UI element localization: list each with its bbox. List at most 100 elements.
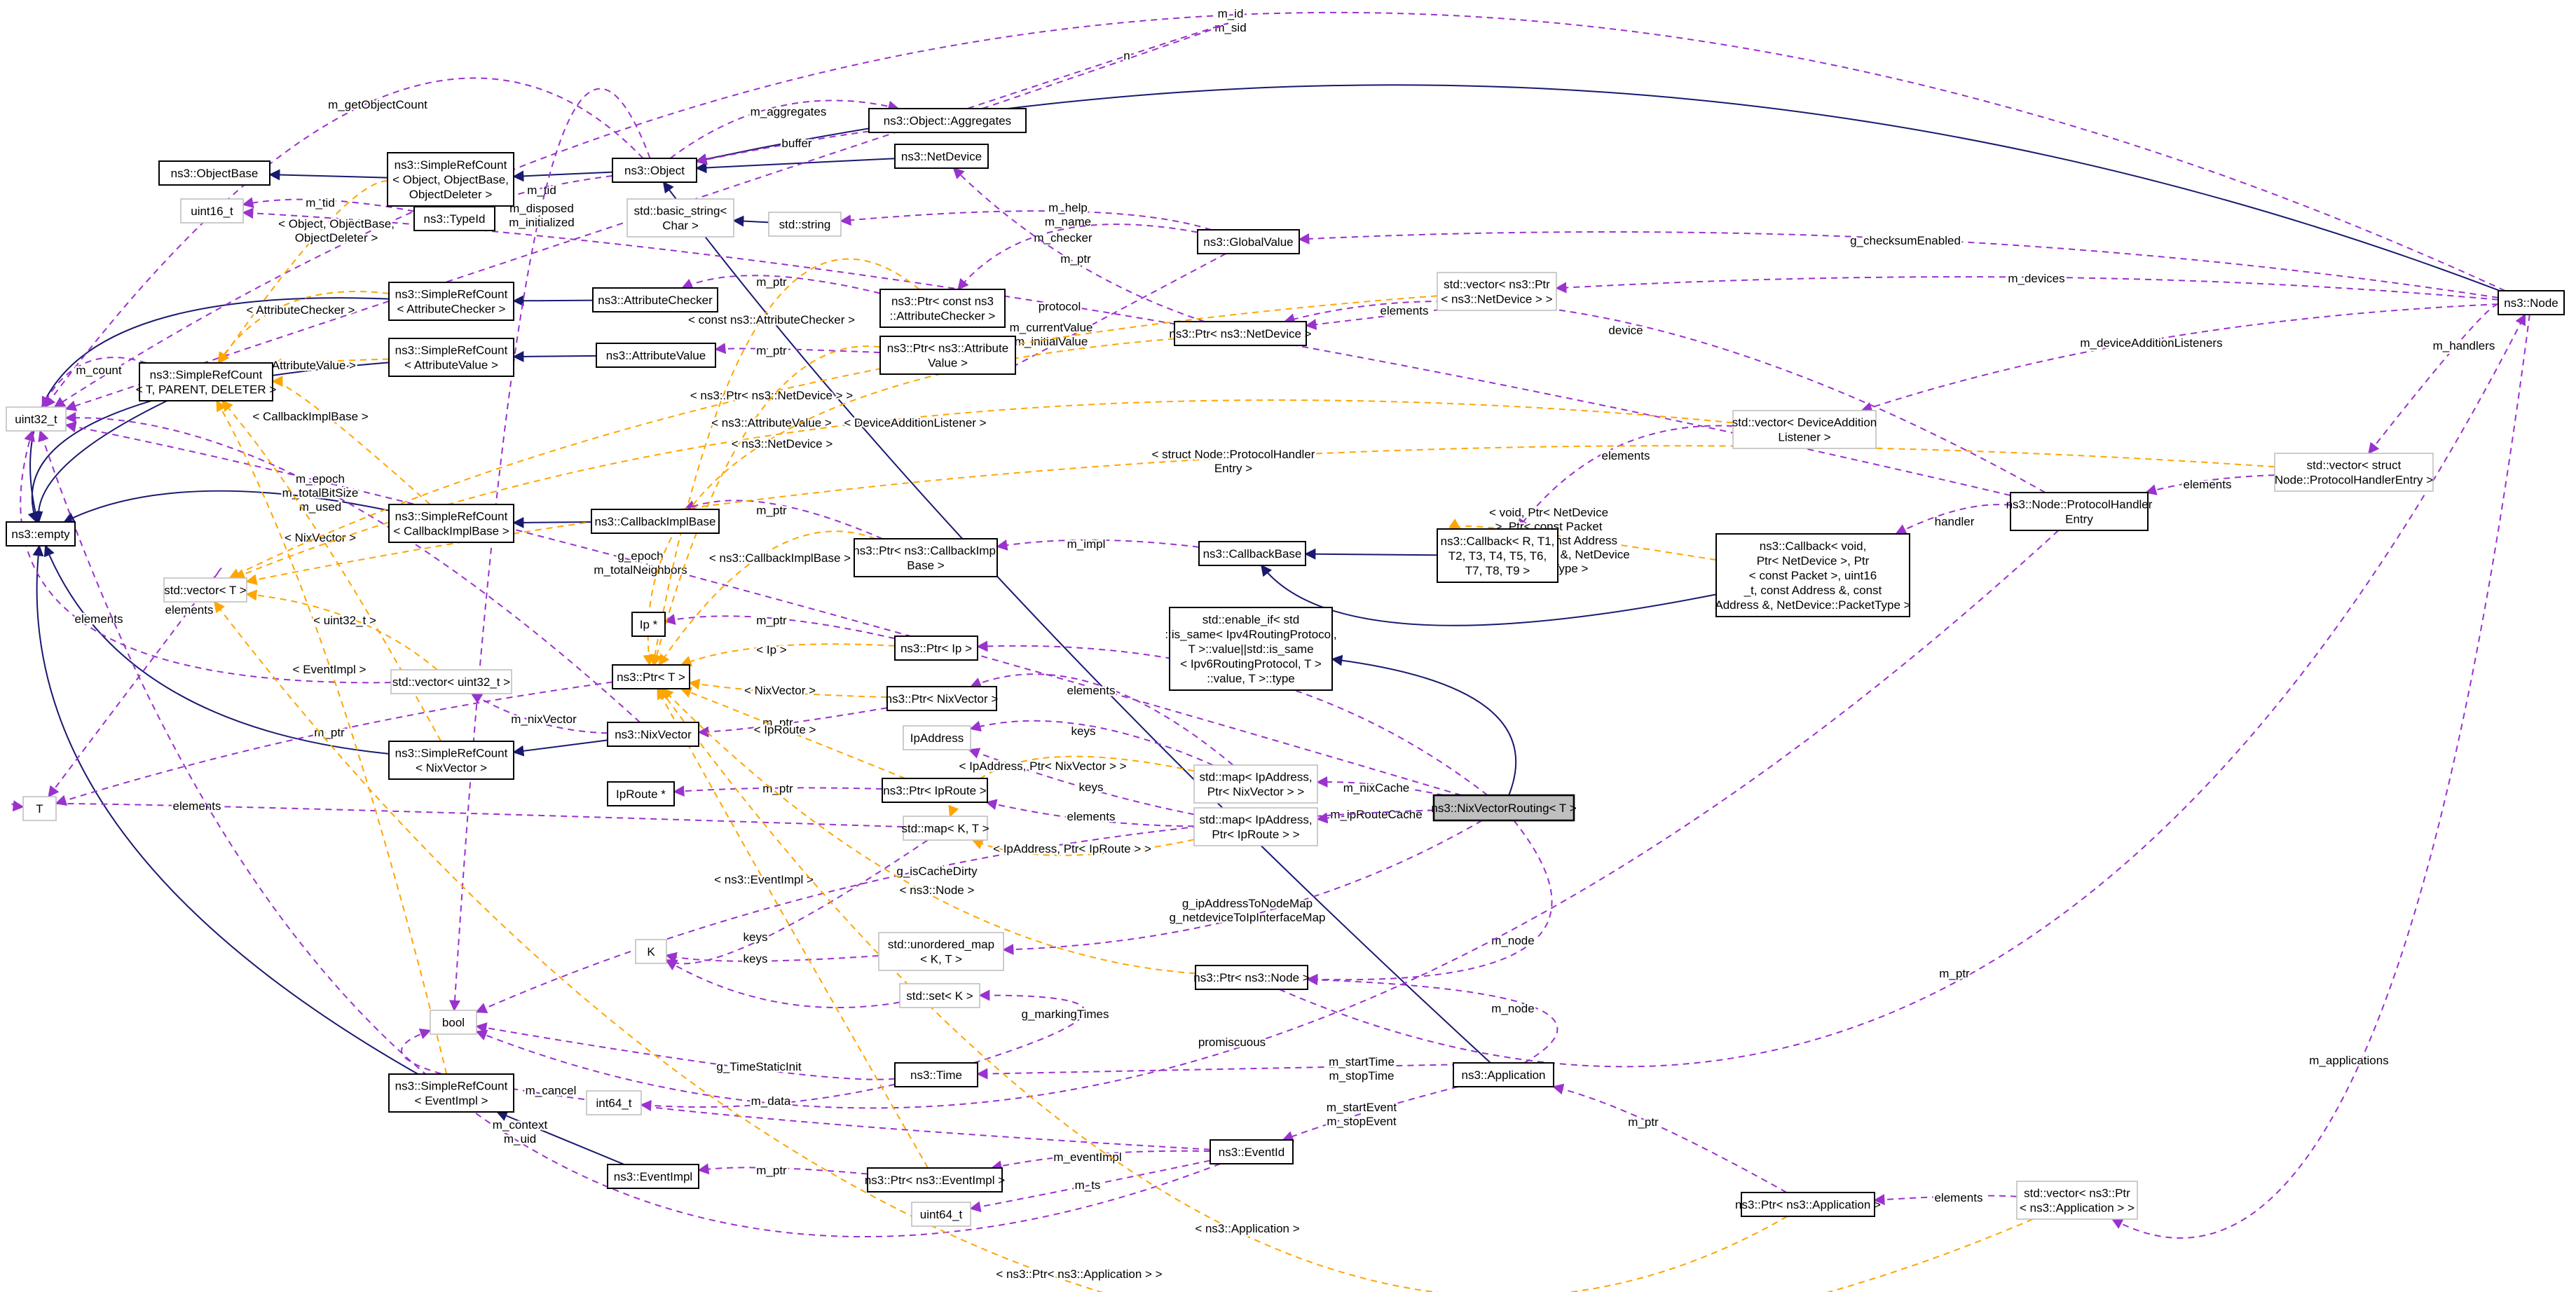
node-ptr_T[interactable]: ns3::Ptr< T >	[612, 664, 690, 689]
node-ptr_const_attrchecker[interactable]: ns3::Ptr< const ns3::AttributeChecker >	[879, 289, 1006, 328]
node-ipaddress[interactable]: IpAddress	[903, 725, 971, 750]
edge-application-ptr_node	[1306, 974, 1558, 1064]
node-src_cib[interactable]: ns3::SimpleRefCount< CallbackImplBase >	[388, 504, 514, 543]
node-node[interactable]: ns3::Node	[2498, 290, 2565, 315]
node-time_box[interactable]: ns3::Time	[894, 1062, 978, 1087]
node-enable_if[interactable]: std::enable_if< std::is_same< Ipv4Routin…	[1165, 607, 1337, 691]
node-empty[interactable]: ns3::empty	[6, 521, 76, 547]
node-objectbase[interactable]: ns3::ObjectBase	[158, 160, 270, 186]
node-set_k[interactable]: std::set< K >	[899, 983, 980, 1008]
node-vec_T[interactable]: std::vector< T >	[163, 577, 247, 603]
node-K_box[interactable]: K	[635, 939, 667, 964]
edge-map_nix-ipaddress	[969, 720, 1214, 766]
node-label: std::vector< T >	[164, 584, 247, 597]
edge-src_attrchecker-empty	[29, 297, 390, 523]
edge-label: m_ptr	[756, 275, 787, 289]
edge-object-src_object	[512, 170, 613, 182]
node-callback_r[interactable]: ns3::Callback< R, T1,T2, T3, T4, T5, T6,…	[1437, 528, 1558, 583]
node-map_kt[interactable]: std::map< K, T >	[901, 816, 989, 841]
edge-label: < EventImpl >	[293, 663, 366, 676]
node-label: K	[647, 945, 655, 958]
node-nixvector[interactable]: ns3::NixVector	[607, 722, 699, 747]
node-label: ns3::SimpleRefCount< AttributeValue >	[395, 344, 508, 372]
node-callbackbase[interactable]: ns3::CallbackBase	[1198, 541, 1306, 566]
node-globalvalue[interactable]: ns3::GlobalValue	[1197, 229, 1300, 254]
node-uint64[interactable]: uint64_t	[911, 1202, 971, 1227]
node-cib[interactable]: ns3::CallbackImplBase	[591, 509, 720, 534]
node-map_route[interactable]: std::map< IpAddress,Ptr< IpRoute > >	[1193, 807, 1318, 846]
node-label: IpAddress	[910, 731, 964, 745]
node-int64[interactable]: int64_t	[586, 1090, 642, 1115]
edge-time_box-bool_box	[475, 1022, 896, 1080]
node-vec_app[interactable]: std::vector< ns3::Ptr< ns3::Application …	[2016, 1181, 2138, 1220]
node-netdevice[interactable]: ns3::NetDevice	[894, 144, 989, 169]
node-basicstring[interactable]: std::basic_string<Char >	[626, 198, 734, 238]
node-ptr_netdevice[interactable]: ns3::Ptr< ns3::NetDevice >	[1169, 321, 1312, 346]
node-ptr_app[interactable]: ns3::Ptr< ns3::Application >	[1735, 1192, 1881, 1217]
edge-label: < ns3::Ptr< ns3::Application > >	[996, 1267, 1162, 1281]
node-uint32[interactable]: uint32_t	[6, 406, 67, 432]
node-label: ns3::SimpleRefCount< EventImpl >	[395, 1080, 508, 1108]
node-callback_void[interactable]: ns3::Callback< void,Ptr< NetDevice >, Pt…	[1715, 533, 1911, 617]
edge-nixrouting-map_nix	[1316, 776, 1444, 796]
node-ptr_nixvec[interactable]: ns3::Ptr< NixVector >	[886, 686, 999, 711]
node-label: std::map< IpAddress,Ptr< NixVector > >	[1199, 771, 1312, 799]
edge-label: protocol	[1039, 300, 1081, 313]
edge-typeid-uint16	[242, 197, 415, 212]
edge-nixvector-uint32	[64, 412, 640, 723]
edge-phe-ptr_netdevice	[1283, 301, 2046, 493]
node-label: ns3::Ptr< ns3::Application >	[1735, 1198, 1881, 1211]
node-object[interactable]: ns3::Object	[612, 158, 697, 183]
node-typeid[interactable]: ns3::TypeId	[413, 206, 495, 231]
node-stdstring[interactable]: std::string	[768, 212, 842, 237]
edge-src_object-objectbase	[268, 169, 388, 181]
edge-label: m_nixVector	[511, 713, 577, 726]
edge-label: keys	[1071, 724, 1096, 738]
node-src_nixvec[interactable]: ns3::SimpleRefCount< NixVector >	[388, 741, 514, 780]
edge-globalvalue-ptr_attrvalue	[1003, 253, 1226, 372]
node-iproute_star[interactable]: IpRoute *	[607, 781, 675, 806]
edge-object-bool_box	[449, 88, 651, 1012]
node-attrvalue[interactable]: ns3::AttributeValue	[596, 343, 716, 368]
edge-node-vec_app	[2111, 314, 2530, 1239]
node-T_box[interactable]: T	[22, 796, 57, 821]
node-uint16[interactable]: uint16_t	[180, 198, 244, 224]
node-src_attrchecker[interactable]: ns3::SimpleRefCount< AttributeChecker >	[388, 282, 514, 321]
edge-label: elements	[75, 612, 123, 626]
node-eventid[interactable]: ns3::EventId	[1210, 1139, 1294, 1164]
node-unordered_map[interactable]: std::unordered_map< K, T >	[878, 932, 1004, 971]
node-ptr_eventimpl[interactable]: ns3::Ptr< ns3::EventImpl >	[865, 1167, 1005, 1193]
node-ptr_node[interactable]: ns3::Ptr< ns3::Node >	[1193, 965, 1310, 990]
node-src_object[interactable]: ns3::SimpleRefCount< Object, ObjectBase,…	[387, 152, 514, 207]
edge-label: g_isCacheDirty	[896, 865, 978, 878]
node-ptr_iproute[interactable]: ns3::Ptr< IpRoute >	[882, 778, 988, 803]
node-label: uint64_t	[920, 1208, 963, 1221]
edge-src_tpd-uint32	[41, 357, 147, 408]
node-label: ns3::AttributeChecker	[598, 294, 713, 307]
edge-label: < NixVector >	[744, 684, 816, 697]
edge-src_eventimpl-empty	[32, 544, 419, 1075]
node-label: ns3::Ptr< Ip >	[900, 642, 972, 655]
node-vec_netdev[interactable]: std::vector< ns3::Ptr< ns3::NetDevice > …	[1437, 272, 1557, 311]
node-vec_uint32[interactable]: std::vector< uint32_t >	[390, 669, 512, 694]
node-nixrouting[interactable]: ns3::NixVectorRouting< T >	[1431, 794, 1577, 822]
node-bool_box[interactable]: bool	[430, 1010, 477, 1035]
node-src_attrvalue[interactable]: ns3::SimpleRefCount< AttributeValue >	[388, 338, 514, 377]
node-map_nix[interactable]: std::map< IpAddress,Ptr< NixVector > >	[1193, 764, 1318, 804]
node-application[interactable]: ns3::Application	[1453, 1062, 1554, 1087]
edge-label: m_getObjectCount	[328, 98, 427, 111]
node-aggregates[interactable]: ns3::Object::Aggregates	[868, 108, 1027, 133]
node-attrchecker[interactable]: ns3::AttributeChecker	[592, 287, 718, 312]
node-ip_star[interactable]: Ip *	[631, 612, 666, 637]
edge-nixrouting-unordered_map	[1002, 820, 1483, 956]
node-src_tpd[interactable]: ns3::SimpleRefCount< T, PARENT, DELETER …	[136, 362, 277, 401]
edge-label: m_checker	[1034, 231, 1092, 245]
node-src_eventimpl[interactable]: ns3::SimpleRefCount< EventImpl >	[388, 1073, 514, 1113]
node-ptr_ip[interactable]: ns3::Ptr< Ip >	[894, 635, 978, 661]
node-eventimpl[interactable]: ns3::EventImpl	[607, 1164, 699, 1189]
